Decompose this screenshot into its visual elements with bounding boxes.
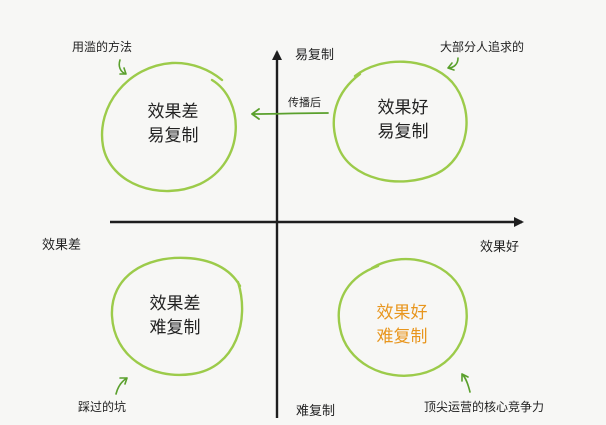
annotation-top-left: 用滥的方法 (72, 40, 133, 54)
quadrant-top-left-line1: 效果差 (147, 102, 199, 122)
axis-label-left: 效果差 (42, 238, 82, 253)
quadrant-top-right: 效果好 易复制 (353, 96, 453, 144)
transfer-arrow (251, 108, 329, 120)
quadrant-bottom-right-line2: 难复制 (376, 327, 428, 347)
quadrant-bottom-right-line1: 效果好 (376, 303, 428, 323)
annotation-top-right: 大部分人追求的 (440, 40, 525, 54)
quadrant-bottom-left-line1: 效果差 (149, 294, 201, 314)
quadrant-top-left: 效果差 易复制 (123, 100, 223, 148)
axis-label-bottom: 难复制 (296, 404, 336, 419)
circle-bottom-left (110, 256, 244, 377)
arrow-top-left-note (118, 59, 127, 75)
quadrant-top-left-line2: 易复制 (147, 126, 199, 146)
quadrant-top-right-line2: 易复制 (377, 122, 429, 142)
axis-label-right: 效果好 (480, 240, 520, 255)
annotation-bottom-left: 踩过的坑 (78, 400, 127, 414)
circle-top-left (100, 61, 237, 193)
arrow-bottom-right-note (461, 373, 471, 393)
circle-bottom-right (337, 257, 468, 377)
quadrant-bottom-left-line2: 难复制 (149, 318, 201, 338)
arrow-top-right-note (447, 57, 459, 71)
circle-top-right (332, 60, 468, 183)
annotation-bottom-right: 顶尖运营的核心竞争力 (424, 400, 545, 414)
quadrant-top-right-line1: 效果好 (377, 98, 429, 118)
quadrant-bottom-right: 效果好 难复制 (352, 301, 452, 349)
annotation-transfer: 传播后 (288, 96, 321, 109)
axis-label-top: 易复制 (295, 48, 335, 63)
quadrant-bottom-left: 效果差 难复制 (125, 292, 225, 340)
arrow-bottom-left-note (115, 377, 128, 395)
